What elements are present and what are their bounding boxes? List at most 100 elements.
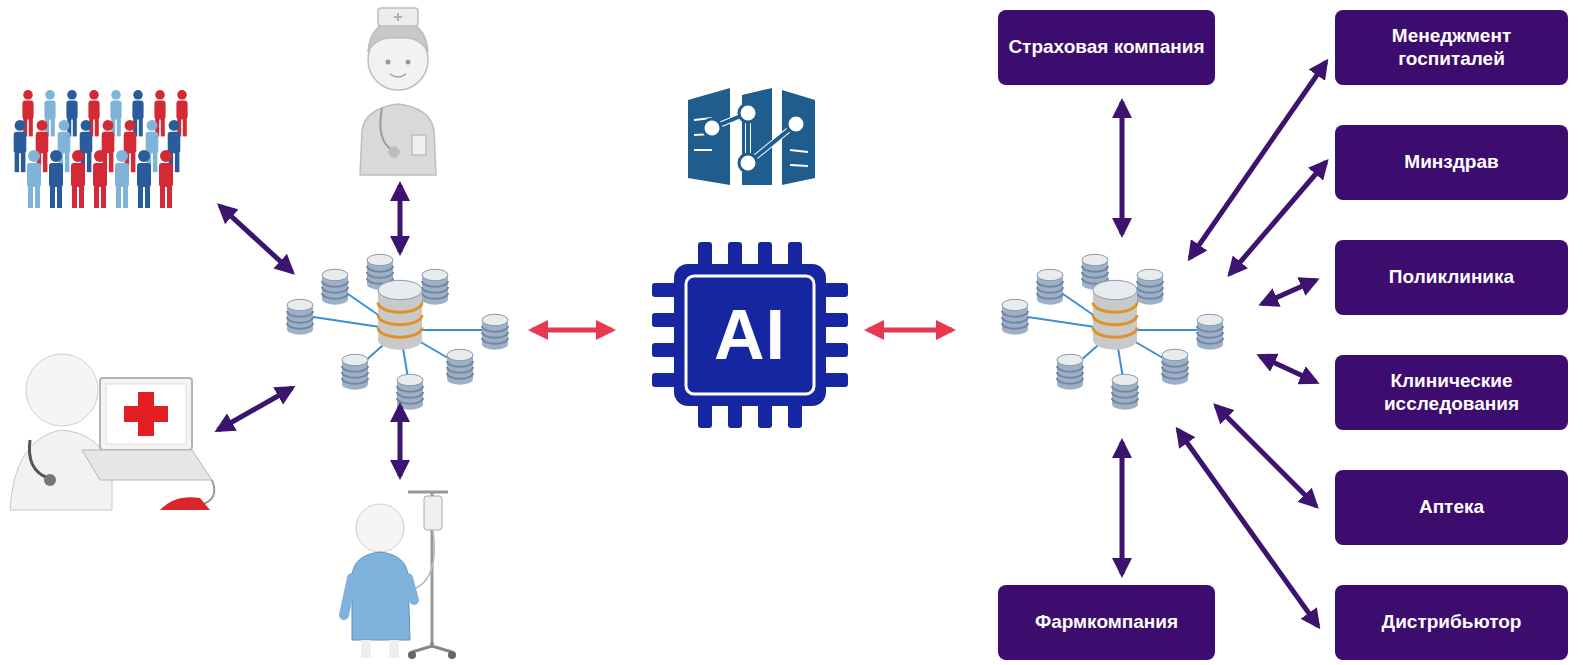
crowd-figure bbox=[175, 152, 180, 172]
crowd-figure bbox=[103, 120, 114, 131]
crowd-figure bbox=[71, 163, 85, 187]
patient-figure bbox=[412, 642, 452, 652]
crowd-figure bbox=[49, 150, 63, 208]
database-cluster bbox=[1137, 269, 1163, 280]
crowd-figure bbox=[94, 186, 99, 208]
database-cluster bbox=[1162, 373, 1188, 384]
database-cluster bbox=[322, 281, 348, 287]
database-cluster bbox=[482, 332, 508, 338]
box-label: Аптека bbox=[1419, 496, 1484, 519]
patient-figure bbox=[412, 530, 434, 590]
database-cluster bbox=[447, 373, 473, 384]
box-label: Клинические исследования bbox=[1345, 370, 1558, 416]
process-box: Поликлиника bbox=[1335, 240, 1568, 315]
database-cluster bbox=[1057, 372, 1083, 378]
crowd-figure bbox=[43, 152, 48, 172]
patient-figure bbox=[366, 640, 394, 658]
server-icon bbox=[694, 149, 712, 151]
doctor-figure bbox=[160, 497, 210, 510]
process-box: Страховая компания bbox=[998, 10, 1215, 85]
database-cluster bbox=[1002, 323, 1028, 329]
doctor-figure bbox=[10, 354, 214, 510]
nurse-figure bbox=[389, 147, 399, 157]
patient-figure bbox=[344, 492, 456, 659]
chip-outline bbox=[686, 276, 814, 394]
crowd-figure bbox=[14, 90, 188, 208]
arrow bbox=[1190, 62, 1326, 258]
crowd-figure bbox=[28, 186, 33, 208]
crowd-figure bbox=[51, 119, 55, 137]
crowd-figure bbox=[21, 152, 26, 172]
crowd-figure bbox=[155, 90, 165, 100]
database-cluster bbox=[378, 328, 422, 338]
database-cluster bbox=[1197, 338, 1223, 349]
crowd-figure bbox=[160, 186, 165, 208]
crowd-figure bbox=[87, 152, 92, 172]
crowd-figure bbox=[72, 186, 77, 208]
database-cluster bbox=[1093, 328, 1137, 338]
server-icon bbox=[782, 90, 815, 185]
crowd-figure bbox=[44, 100, 55, 119]
database-cluster bbox=[422, 293, 448, 299]
database-cluster bbox=[422, 269, 448, 280]
arrow bbox=[868, 328, 952, 333]
crowd-figure bbox=[115, 150, 129, 208]
crowd-figure bbox=[154, 100, 165, 119]
crowd-figure bbox=[66, 90, 77, 136]
process-box: Минздрав bbox=[1335, 125, 1568, 200]
database-cluster bbox=[1002, 311, 1028, 317]
crowd-figure bbox=[73, 119, 77, 137]
database-cluster bbox=[1197, 326, 1223, 332]
database-cluster bbox=[1162, 373, 1188, 379]
crowd-figure bbox=[102, 132, 115, 154]
process-box: Дистрибьютор bbox=[1335, 585, 1568, 660]
crowd-figure bbox=[58, 132, 71, 154]
crowd-figure bbox=[88, 100, 99, 119]
crowd-figure bbox=[111, 90, 121, 100]
database-cluster bbox=[422, 293, 448, 304]
crowd-figure bbox=[117, 119, 121, 137]
database-cluster bbox=[1037, 287, 1063, 293]
patient-figure bbox=[408, 491, 448, 494]
crowd-figure bbox=[101, 186, 106, 208]
crowd-figure bbox=[131, 152, 136, 172]
crowd-figure bbox=[79, 186, 84, 208]
database-cluster bbox=[1137, 293, 1163, 304]
crowd-figure bbox=[137, 150, 151, 208]
crowd-figure bbox=[37, 120, 48, 131]
crowd-figure bbox=[133, 90, 143, 100]
nurse-figure bbox=[412, 135, 426, 155]
database-cluster bbox=[287, 254, 1223, 409]
crowd-figure bbox=[147, 120, 158, 131]
chip-label: AI bbox=[714, 295, 786, 375]
process-box: Клинические исследования bbox=[1335, 355, 1568, 430]
server-icon bbox=[790, 165, 808, 166]
crowd-figure bbox=[137, 163, 151, 187]
arrow bbox=[1260, 356, 1316, 382]
crowd-figure bbox=[28, 150, 40, 162]
patient-figure bbox=[352, 552, 410, 640]
patient-figure bbox=[408, 651, 416, 659]
database-cluster bbox=[378, 280, 422, 299]
database-cluster bbox=[1112, 386, 1138, 392]
database-cluster bbox=[1093, 280, 1137, 299]
database-cluster bbox=[1002, 254, 1223, 409]
database-cluster bbox=[1057, 366, 1083, 372]
nurse-figure bbox=[360, 8, 436, 175]
crowd-figure bbox=[14, 132, 27, 154]
patient-figure bbox=[448, 651, 456, 659]
crowd-figure bbox=[88, 90, 99, 136]
arrow bbox=[398, 406, 403, 476]
nurse-figure bbox=[386, 60, 391, 65]
server-icon bbox=[688, 88, 730, 185]
crowd-figure bbox=[71, 150, 85, 208]
arrow bbox=[532, 328, 612, 333]
crowd-figure bbox=[177, 90, 187, 100]
crowd-figure bbox=[50, 186, 55, 208]
arrow bbox=[1120, 102, 1125, 234]
database-cluster bbox=[1137, 287, 1163, 293]
crowd-figure bbox=[139, 119, 143, 137]
server-icon bbox=[688, 88, 815, 185]
crowd-figure bbox=[169, 120, 180, 131]
